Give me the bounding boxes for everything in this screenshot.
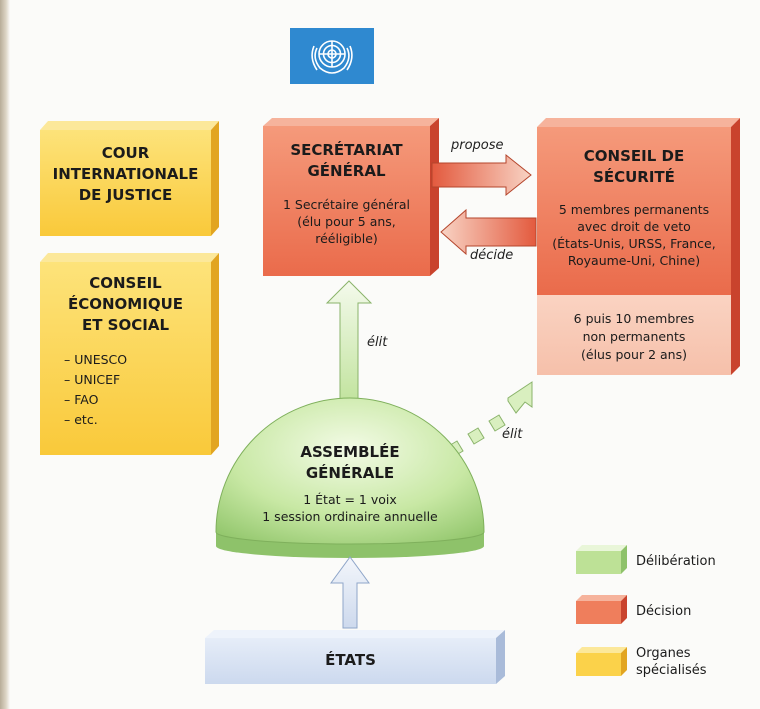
secretariat-details: 1 Secrétaire général (élu pour 5 ans, ré… <box>263 196 430 247</box>
non-permanent-line: 6 puis 10 membres <box>573 311 695 326</box>
assemblee-title-line: GÉNÉRALE <box>305 464 395 482</box>
conseil-eco-box-shape <box>40 253 219 455</box>
elit-conseil-label: élit <box>502 427 523 442</box>
decide-label: décide <box>470 248 514 263</box>
page-spine-shadow <box>0 0 10 709</box>
secretariat-detail-line: 1 Secrétaire général <box>282 197 411 212</box>
cour-box-shape <box>40 121 219 236</box>
list-item: – UNESCO <box>64 352 128 367</box>
propose-label: propose <box>451 138 504 153</box>
conseil-securite-permanent: 5 membres permanents avec droit de veto … <box>537 201 731 269</box>
legend-decision-label: Décision <box>636 604 692 619</box>
conseil-eco-title: CONSEIL ÉCONOMIQUE ET SOCIAL <box>40 273 211 336</box>
un-flag-icon <box>290 28 374 84</box>
cour-title-line: COUR <box>101 144 150 162</box>
assemblee-title: ASSEMBLÉE GÉNÉRALE <box>216 442 484 484</box>
conseil-eco-title-line: CONSEIL <box>89 274 162 292</box>
legend-organes-icon <box>576 647 627 676</box>
cour-title-line: DE JUSTICE <box>78 186 173 204</box>
assemblee-title-line: ASSEMBLÉE <box>300 443 400 461</box>
assemblee-dome-shape <box>215 397 485 558</box>
secretariat-title-line: SECRÉTARIAT <box>290 141 403 159</box>
decide-arrow-icon <box>440 208 537 256</box>
conseil-securite-non-permanent: 6 puis 10 membres non permanents (élus p… <box>537 310 731 364</box>
conseil-eco-title-line: ET SOCIAL <box>81 316 169 334</box>
conseil-eco-list: – UNESCO – UNICEF – FAO – etc. <box>64 350 127 430</box>
cour-title: COUR INTERNATIONALE DE JUSTICE <box>40 143 211 206</box>
conseil-securite-title-line: SÉCURITÉ <box>593 168 675 186</box>
elit-up-arrow-icon <box>325 280 373 409</box>
legend-organes-label: Organes spécialisés <box>636 645 707 679</box>
assemblee-detail-line: 1 État = 1 voix <box>303 492 397 507</box>
secretariat-title: SECRÉTARIAT GÉNÉRAL <box>263 140 430 182</box>
etats-box-shape <box>205 630 505 684</box>
assemblee-detail-line: 1 session ordinaire annuelle <box>262 509 438 524</box>
conseil-securite-title-line: CONSEIL DE <box>583 147 685 165</box>
conseil-eco-title-line: ÉCONOMIQUE <box>68 295 183 313</box>
permanent-line: avec droit de veto <box>577 219 691 234</box>
legend-organes-line: Organes <box>636 646 691 661</box>
non-permanent-line: (élus pour 2 ans) <box>581 347 687 362</box>
permanent-line: (États-Unis, URSS, France, <box>552 236 716 251</box>
legend-organes-line: spécialisés <box>636 663 707 678</box>
etats-title: ÉTATS <box>325 651 376 669</box>
list-item: – FAO <box>64 392 99 407</box>
permanent-line: Royaume-Uni, Chine) <box>567 253 701 268</box>
list-item: – UNICEF <box>64 372 121 387</box>
permanent-line: 5 membres permanents <box>558 202 710 217</box>
assemblee-details: 1 État = 1 voix 1 session ordinaire annu… <box>216 491 484 525</box>
etats-up-arrow-icon <box>330 556 370 629</box>
conseil-securite-title: CONSEIL DE SÉCURITÉ <box>537 146 731 188</box>
legend-decision-icon <box>576 595 627 624</box>
secretariat-box-shape <box>263 118 439 276</box>
legend-deliberation-icon <box>576 545 627 574</box>
list-item: – etc. <box>64 412 98 427</box>
propose-arrow-icon <box>431 153 532 197</box>
secretariat-detail-line: (élu pour 5 ans, <box>297 214 396 229</box>
cour-title-line: INTERNATIONALE <box>52 165 199 183</box>
secretariat-title-line: GÉNÉRAL <box>307 162 386 180</box>
secretariat-detail-line: rééligible) <box>315 231 378 246</box>
legend-deliberation-label: Délibération <box>636 554 716 569</box>
elit-secretariat-label: élit <box>367 335 388 350</box>
non-permanent-line: non permanents <box>582 329 686 344</box>
conseil-securite-box-shape <box>537 118 740 375</box>
